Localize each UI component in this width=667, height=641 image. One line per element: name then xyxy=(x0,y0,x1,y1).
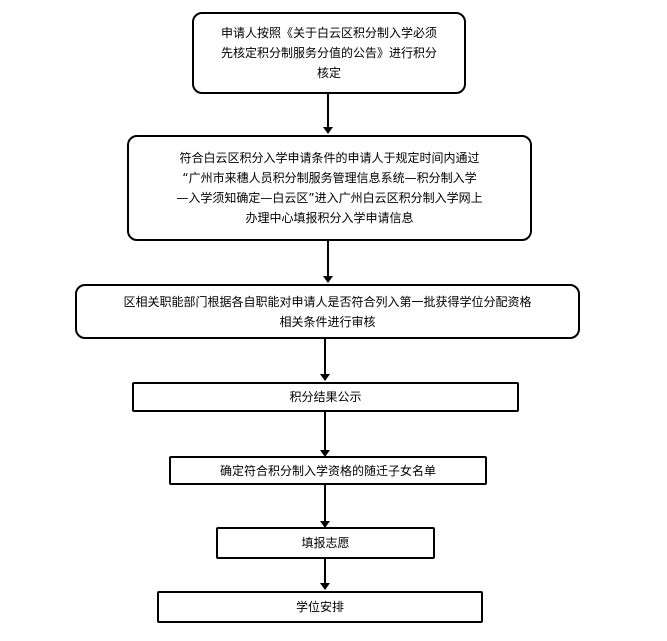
arrow-6-to-7 xyxy=(320,559,330,590)
arrow-4-to-5 xyxy=(320,412,330,457)
step-1-text: 申请人按照《关于白云区积分制入学必须 先核定积分制服务分值的公告》进行积分 核定 xyxy=(220,26,437,80)
step-4-box: 积分结果公示 xyxy=(132,382,519,412)
arrow-1-to-2 xyxy=(323,94,333,134)
step-7-box: 学位安排 xyxy=(157,591,483,623)
arrow-5-to-6 xyxy=(320,485,330,528)
step-5-text: 确定符合积分制入学资格的随迁子女名单 xyxy=(219,463,436,478)
step-6-text: 填报志愿 xyxy=(301,536,350,550)
step-1-box: 申请人按照《关于白云区积分制入学必须 先核定积分制服务分值的公告》进行积分 核定 xyxy=(192,12,466,94)
step-3-box: 区相关职能部门根据各自职能对申请人是否符合列入第一批获得学位分配资格 相关条件进… xyxy=(75,284,580,339)
step-4-text: 积分结果公示 xyxy=(289,390,362,404)
step-6-box: 填报志愿 xyxy=(216,527,435,559)
arrow-2-to-3 xyxy=(323,241,333,283)
step-2-box: 符合白云区积分入学申请条件的申请人于规定时间内通过 “广州市来穗人员积分制服务管… xyxy=(127,135,532,241)
step-3-text: 区相关职能部门根据各自职能对申请人是否符合列入第一批获得学位分配资格 相关条件进… xyxy=(123,294,532,329)
step-7-text: 学位安排 xyxy=(295,600,344,614)
arrow-3-to-4 xyxy=(320,339,330,381)
step-2-text: 符合白云区积分入学申请条件的申请人于规定时间内通过 “广州市来穗人员积分制服务管… xyxy=(176,151,483,225)
step-5-box: 确定符合积分制入学资格的随迁子女名单 xyxy=(169,456,487,485)
